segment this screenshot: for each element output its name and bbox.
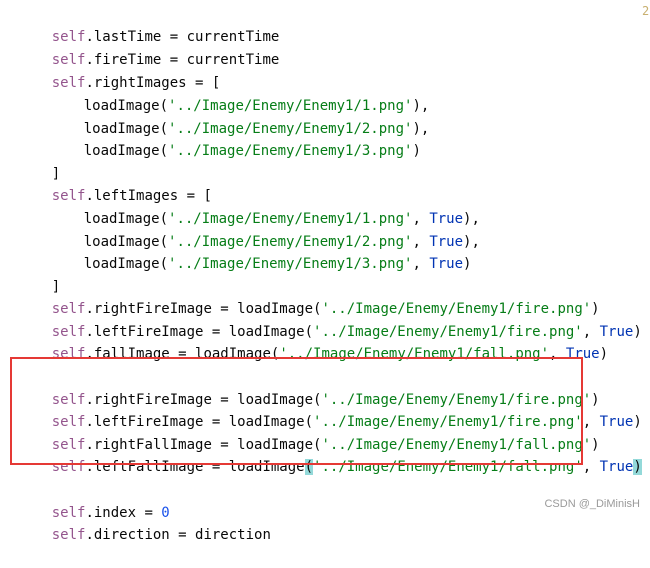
code-text: ) xyxy=(412,143,421,159)
code-line: loadImage('../Image/Enemy/Enemy1/1.png',… xyxy=(50,186,480,227)
code-text: , xyxy=(582,414,600,430)
function-call: loadImage( xyxy=(83,234,169,250)
code-line: loadImage('../Image/Enemy/Enemy1/2.png',… xyxy=(50,209,480,250)
code-text: ), xyxy=(463,211,480,227)
function-call: loadImage( xyxy=(83,121,169,137)
code-text: .fireTime = currentTime xyxy=(85,52,280,68)
string-literal: '../Image/Enemy/Enemy1/1.png' xyxy=(168,211,413,227)
string-literal: '../Image/Enemy/Enemy1/fire.png' xyxy=(321,392,592,408)
code-line: self.index = 0 xyxy=(18,480,170,521)
string-literal: '../Image/Enemy/Enemy1/fire.png' xyxy=(321,301,592,317)
code-text: .direction = direction xyxy=(85,527,271,543)
code-editor[interactable]: 2 self.lastTime = currentTime self.fireT… xyxy=(0,0,650,543)
code-line: self.rightImages = [ xyxy=(18,50,221,91)
red-highlight-box xyxy=(10,357,583,465)
string-literal: '../Image/Enemy/Enemy1/3.png' xyxy=(168,143,413,159)
self-keyword: self xyxy=(51,75,86,91)
true-keyword: True xyxy=(599,459,634,475)
code-line: self.fallImage = loadImage('../Image/Ene… xyxy=(18,321,608,362)
self-keyword: self xyxy=(51,29,86,45)
string-literal: '../Image/Enemy/Enemy1/1.png' xyxy=(168,98,413,114)
code-line: self.rightFireImage = loadImage('../Imag… xyxy=(18,276,600,317)
code-text: ) xyxy=(463,256,472,272)
true-keyword: True xyxy=(429,211,464,227)
code-text: ) xyxy=(633,324,642,340)
self-keyword: self xyxy=(51,414,86,430)
self-keyword: self xyxy=(51,324,86,340)
code-line: loadImage('../Image/Enemy/Enemy1/1.png')… xyxy=(50,73,430,114)
function-call: loadImage( xyxy=(83,98,169,114)
self-keyword: self xyxy=(51,188,86,204)
code-line: self.rightFireImage = loadImage('../Imag… xyxy=(18,367,600,408)
code-text: .rightImages = [ xyxy=(85,75,221,91)
self-keyword: self xyxy=(51,392,86,408)
string-literal: '../Image/Enemy/Enemy1/2.png' xyxy=(168,234,413,250)
code-text: .leftFireImage = loadImage( xyxy=(85,324,314,340)
code-text: .leftImages = [ xyxy=(85,188,212,204)
self-keyword: self xyxy=(51,527,86,543)
code-text: , xyxy=(412,256,430,272)
code-text: , xyxy=(582,324,600,340)
code-line: self.leftFireImage = loadImage('../Image… xyxy=(18,299,642,340)
function-call: loadImage( xyxy=(83,143,169,159)
gutter-marker: 2 xyxy=(642,4,650,18)
code-text: , xyxy=(549,346,566,362)
code-text: , xyxy=(412,234,430,250)
true-keyword: True xyxy=(429,234,464,250)
code-line: ] xyxy=(18,141,60,182)
code-text: ), xyxy=(463,234,480,250)
code-text: , xyxy=(582,459,600,475)
code-text: ] xyxy=(51,279,61,295)
number-literal: 0 xyxy=(161,505,170,521)
string-literal: '../Image/Enemy/Enemy1/fire.png' xyxy=(313,324,583,340)
code-line: loadImage('../Image/Enemy/Enemy1/3.png',… xyxy=(50,231,472,272)
true-keyword: True xyxy=(429,256,464,272)
self-keyword: self xyxy=(51,505,86,521)
self-keyword: self xyxy=(51,301,86,317)
code-text: ) xyxy=(599,346,609,362)
true-keyword: True xyxy=(599,414,634,430)
code-text: , xyxy=(412,211,430,227)
code-line: self.fireTime = currentTime xyxy=(18,27,280,68)
matched-paren-open: ( xyxy=(304,459,314,475)
code-text: ) xyxy=(591,301,600,317)
code-text: .rightFireImage = loadImage( xyxy=(85,392,322,408)
string-literal: '../Image/Enemy/Enemy1/3.png' xyxy=(168,256,413,272)
code-text: ), xyxy=(412,121,430,137)
code-text: ), xyxy=(412,98,430,114)
code-line: self.leftImages = [ xyxy=(18,163,212,204)
code-line: self.direction = direction xyxy=(18,502,271,543)
string-literal: '../Image/Enemy/Enemy1/fall.png' xyxy=(321,437,592,453)
code-text: .rightFireImage = loadImage( xyxy=(85,301,322,317)
code-text: .leftFireImage = loadImage( xyxy=(85,414,314,430)
code-text: .index = xyxy=(85,505,162,521)
code-line: self.rightFallImage = loadImage('../Imag… xyxy=(18,412,600,453)
string-literal: '../Image/Enemy/Enemy1/fire.png' xyxy=(313,414,583,430)
code-text: .lastTime = currentTime xyxy=(85,29,280,45)
function-call: loadImage( xyxy=(83,256,169,272)
code-text: ) xyxy=(591,437,600,453)
code-line: loadImage('../Image/Enemy/Enemy1/3.png') xyxy=(50,118,421,159)
function-call: loadImage( xyxy=(83,211,169,227)
code-line: ] xyxy=(18,254,60,295)
code-text: .rightFallImage = loadImage( xyxy=(85,437,322,453)
self-keyword: self xyxy=(51,52,86,68)
code-line: self.leftFireImage = loadImage('../Image… xyxy=(18,389,642,430)
self-keyword: self xyxy=(51,437,86,453)
code-line: loadImage('../Image/Enemy/Enemy1/2.png')… xyxy=(50,96,430,137)
matched-paren-close: ) xyxy=(633,459,642,475)
true-keyword: True xyxy=(599,324,634,340)
code-text: ] xyxy=(51,166,61,182)
watermark: CSDN @_DiMinisH xyxy=(544,498,640,510)
code-line: self.lastTime = currentTime xyxy=(18,4,280,45)
string-literal: '../Image/Enemy/Enemy1/2.png' xyxy=(168,121,413,137)
code-text: ) xyxy=(591,392,600,408)
code-text: ) xyxy=(633,414,642,430)
